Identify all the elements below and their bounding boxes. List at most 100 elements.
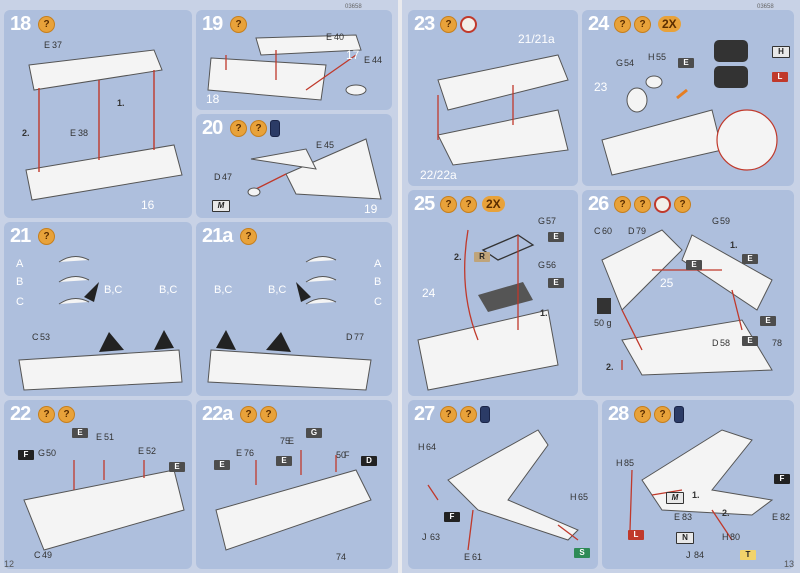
part-label: 75 (280, 436, 291, 446)
part-number: 59 (720, 216, 731, 226)
color-tag: D (361, 456, 377, 466)
sequence-label: 1. (692, 490, 700, 500)
step-21a-panel: 21a ? A B C B,C B,C D 77 (196, 222, 392, 396)
part-label: G (538, 260, 546, 270)
clock-icon (654, 196, 671, 213)
step-number: 23 (414, 13, 435, 35)
assembly-number: 22/22a (420, 168, 457, 182)
part-number: 55 (656, 52, 667, 62)
glue-icon: ? (38, 16, 55, 33)
color-tag: E (760, 316, 776, 326)
sequence-label: 2. (22, 128, 30, 138)
color-tag: M (212, 200, 230, 212)
part-label: D (214, 172, 221, 182)
color-tag: N (676, 532, 694, 544)
variant-label: B,C (268, 284, 287, 296)
glue-icon: ? (614, 16, 631, 33)
part-number: 83 (682, 512, 693, 522)
step-number: 20 (202, 117, 223, 139)
part-number: 44 (372, 55, 383, 65)
step-22-panel: 22 ?? F G 50 E E 51 E 52 E C 49 (4, 400, 192, 569)
part-number: 80 (730, 532, 741, 542)
part-label: E (772, 512, 779, 522)
page-gutter (398, 0, 402, 573)
variant-label: B,C (104, 284, 123, 296)
assembly-number: 18 (206, 92, 220, 106)
step-25-drawing (417, 229, 559, 391)
step-22-drawing (23, 460, 185, 551)
part-number: 76 (244, 448, 255, 458)
glue-icon: ? (230, 120, 247, 137)
step-28-drawing (629, 429, 774, 541)
sequence-label: 2. (454, 252, 462, 262)
part-number: 65 (578, 492, 589, 502)
sequence-label: 2. (722, 508, 730, 518)
step-number: 27 (414, 403, 435, 425)
repeat-badge: 2X (658, 16, 681, 32)
color-tag: F (444, 512, 460, 522)
glue-icon: ? (38, 406, 55, 423)
page-ref-left: 03658 (345, 4, 362, 10)
part-number: 63 (430, 532, 441, 542)
variant-label: A (374, 258, 382, 270)
sequence-label: 2. (606, 362, 614, 372)
clock-icon (460, 16, 477, 33)
step-27-drawing (427, 429, 579, 551)
part-label: H (648, 52, 655, 62)
step-20-panel: 20 ?? E 45 D 47 M 19 (196, 114, 392, 218)
step-number: 24 (588, 13, 609, 35)
part-label: E (364, 55, 371, 65)
color-tag: E (548, 232, 564, 242)
part-label: D (628, 226, 635, 236)
part-number: 56 (546, 260, 557, 270)
step-number: 21a (202, 225, 233, 247)
part-number: E (288, 436, 295, 446)
part-number: 58 (720, 338, 731, 348)
color-tag: F (774, 474, 790, 484)
part-number: 57 (546, 216, 557, 226)
step-number: 19 (202, 13, 223, 35)
glue-icon: ? (614, 196, 631, 213)
paint-icon (674, 406, 684, 423)
glue-icon: ? (440, 196, 457, 213)
brush-icon: ? (260, 406, 277, 423)
part-label: C (32, 332, 39, 342)
step-number: 21 (10, 225, 31, 247)
glue-icon: ? (634, 406, 651, 423)
step-23-panel: 23 ? 21/21a 22/22a (408, 10, 578, 186)
color-tag: L (628, 530, 644, 540)
variant-label: C (374, 296, 382, 308)
part-number: 52 (146, 446, 157, 456)
part-number: 82 (780, 512, 791, 522)
step-19-drawing (207, 34, 367, 101)
color-tag: H (772, 46, 790, 58)
step-number: 22 (10, 403, 31, 425)
paint-icon (270, 120, 280, 137)
weight-label: 50 g (594, 318, 612, 328)
step-24-panel: 24 ?? 2X G 54 H 55 E H L 23 (582, 10, 794, 186)
part-number: 38 (78, 128, 89, 138)
step-number: 26 (588, 193, 609, 215)
color-tag: G (306, 428, 322, 438)
part-number: 49 (42, 550, 53, 560)
part-label: J (422, 532, 427, 542)
step-21a-drawing (207, 256, 372, 391)
assembly-number: 25 (660, 276, 674, 290)
part-number: 53 (40, 332, 51, 342)
part-label: D (346, 332, 353, 342)
color-tag: E (276, 456, 292, 466)
step-19-panel: 19 ? E 40 17 E 44 18 (196, 10, 392, 110)
color-tag: R (474, 252, 490, 262)
part-label: E (44, 40, 51, 50)
step-26-drawing (597, 229, 773, 376)
glue-icon: ? (240, 228, 257, 245)
step-27-panel: 27 ?? H 64 F J 63 E 61 H 65 S (408, 400, 598, 569)
part-label: C (594, 226, 601, 236)
variant-label: B,C (159, 284, 178, 296)
variant-label: B,C (214, 284, 233, 296)
step-21-panel: 21 ? A B C B,C B,C C 53 (4, 222, 192, 396)
sequence-label: 1. (117, 98, 125, 108)
part-label: E (96, 432, 103, 442)
part-number: 45 (324, 140, 335, 150)
brush-icon: ? (460, 406, 477, 423)
